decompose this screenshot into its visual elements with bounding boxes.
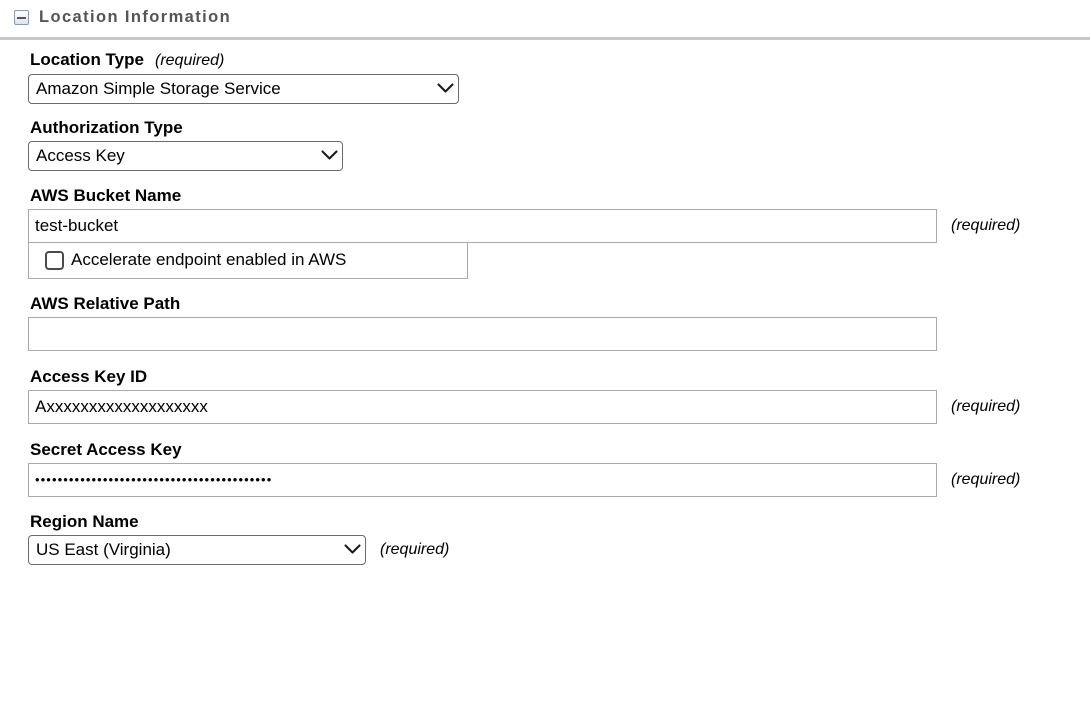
region-name-label-row: Region Name: [30, 512, 1090, 532]
aws-bucket-name-required-note: (required): [951, 216, 1021, 234]
accelerate-endpoint-label: Accelerate endpoint enabled in AWS: [71, 250, 347, 269]
region-name-selected-value: US East (Virginia): [36, 539, 171, 559]
accelerate-endpoint-checkbox-row[interactable]: Accelerate endpoint enabled in AWS: [28, 242, 468, 279]
location-type-control-row: Amazon Simple Storage Service: [28, 73, 1090, 104]
access-key-id-label-row: Access Key ID: [30, 367, 1090, 387]
aws-bucket-name-input[interactable]: test-bucket: [28, 208, 937, 243]
region-name-required-note: (required): [380, 540, 450, 558]
chevron-down-icon: [432, 75, 458, 103]
secret-access-key-label: Secret Access Key: [30, 439, 182, 459]
aws-relative-path-input[interactable]: [28, 316, 937, 351]
location-type-label-row: Location Type (required): [30, 50, 1090, 71]
region-name-select[interactable]: US East (Virginia): [28, 534, 366, 565]
access-key-id-input[interactable]: Axxxxxxxxxxxxxxxxxxx: [28, 389, 937, 424]
secret-access-key-control-row: ••••••••••••••••••••••••••••••••••••••••…: [28, 462, 1090, 497]
location-type-label: Location Type: [30, 49, 144, 69]
authorization-type-control-row: Access Key: [28, 140, 1090, 171]
field-secret-access-key: Secret Access Key ••••••••••••••••••••••…: [28, 440, 1090, 497]
aws-relative-path-label: AWS Relative Path: [30, 293, 181, 313]
location-type-selected-value: Amazon Simple Storage Service: [36, 78, 281, 98]
form-body: Location Type (required) Amazon Simple S…: [0, 40, 1090, 565]
authorization-type-selected-value: Access Key: [36, 145, 125, 165]
header-divider: [0, 36, 1090, 40]
authorization-type-label-row: Authorization Type: [30, 118, 1090, 138]
access-key-id-label: Access Key ID: [30, 366, 148, 386]
page-title: Location Information: [39, 8, 232, 26]
aws-relative-path-label-row: AWS Relative Path: [30, 294, 1090, 314]
field-location-type: Location Type (required) Amazon Simple S…: [28, 50, 1090, 104]
collapse-minus-box-icon[interactable]: [14, 9, 29, 25]
region-name-control-row: US East (Virginia) (required): [28, 534, 1090, 565]
accelerate-endpoint-checkbox[interactable]: [45, 250, 64, 270]
field-aws-bucket-name: AWS Bucket Name test-bucket (required) A…: [28, 186, 1090, 279]
secret-access-key-required-note: (required): [951, 470, 1021, 488]
field-aws-relative-path: AWS Relative Path: [28, 294, 1090, 351]
access-key-id-control-row: Axxxxxxxxxxxxxxxxxxx (required): [28, 389, 1090, 424]
location-type-required-note: (required): [154, 51, 225, 69]
secret-access-key-input[interactable]: ••••••••••••••••••••••••••••••••••••••••…: [28, 462, 937, 497]
location-information-panel: Location Information Location Type (requ…: [0, 0, 1090, 565]
aws-bucket-name-stack: test-bucket (required) Accelerate endpoi…: [28, 208, 1090, 279]
field-region-name: Region Name US East (Virginia) (required…: [28, 512, 1090, 565]
chevron-down-icon: [339, 536, 365, 564]
aws-relative-path-control-row: [28, 316, 1090, 351]
chevron-down-icon: [316, 142, 342, 170]
aws-bucket-name-label: AWS Bucket Name: [30, 185, 182, 205]
authorization-type-label: Authorization Type: [30, 117, 183, 137]
section-header: Location Information: [0, 0, 1090, 33]
location-type-select[interactable]: Amazon Simple Storage Service: [28, 73, 459, 104]
field-access-key-id: Access Key ID Axxxxxxxxxxxxxxxxxxx (requ…: [28, 367, 1090, 424]
authorization-type-select[interactable]: Access Key: [28, 140, 343, 171]
field-authorization-type: Authorization Type Access Key: [28, 118, 1090, 171]
aws-bucket-name-control-row: test-bucket (required): [28, 208, 1090, 243]
access-key-id-required-note: (required): [951, 397, 1021, 415]
secret-access-key-label-row: Secret Access Key: [30, 440, 1090, 460]
aws-bucket-name-label-row: AWS Bucket Name: [30, 186, 1090, 206]
region-name-label: Region Name: [30, 511, 139, 531]
